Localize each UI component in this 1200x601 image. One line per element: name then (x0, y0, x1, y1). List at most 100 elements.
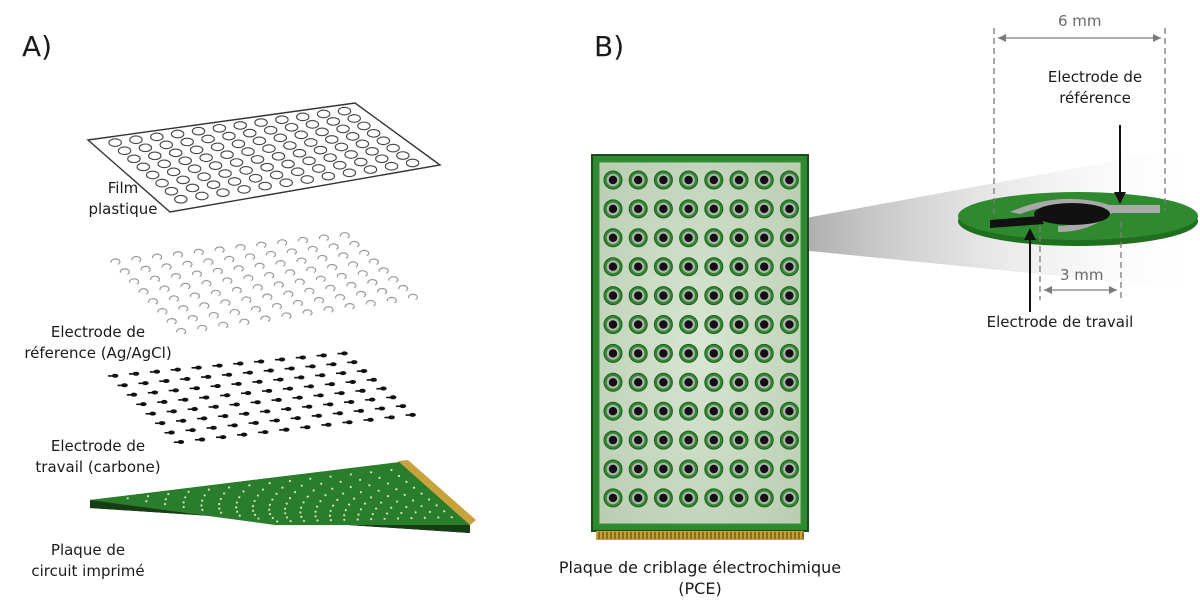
working-electrode-trace-mark (284, 367, 290, 370)
plate-well-working (684, 349, 693, 358)
working-electrode-trace-mark (269, 419, 275, 422)
connector-pin (670, 532, 672, 539)
working-electrode-trace-mark (250, 401, 256, 404)
reference-electrode-mark (210, 289, 221, 297)
plate-well-working (634, 233, 643, 242)
working-layer-label-line2: travail (carbone) (35, 458, 161, 476)
working-electrode-trace-mark (191, 367, 197, 369)
connector-pin (694, 532, 696, 539)
working-electrode-mark (336, 411, 344, 416)
working-electrode-mark (149, 411, 156, 416)
film-hole (243, 128, 257, 138)
reference-electrode-mark (264, 271, 275, 279)
film-hole (284, 122, 299, 132)
reference-electrode-mark (129, 278, 140, 285)
working-electrode-trace-mark (295, 356, 301, 359)
working-electrode-mark (216, 363, 223, 368)
plate-well-working (785, 233, 794, 242)
pcb-pad (359, 491, 362, 494)
plate-well-working (734, 378, 744, 387)
plate-caption: Plaque de criblage électrochimique (PCE) (500, 557, 900, 599)
reference-electrode-mark (318, 234, 329, 241)
pcb-pad (412, 486, 416, 489)
reference-electrode-mark (283, 290, 294, 298)
pcb-pad (374, 507, 378, 510)
reference-layer-label-line1: Electrode de (50, 323, 146, 341)
reference-electrode-label-line2: référence (1059, 89, 1131, 107)
plate-well-working (684, 175, 693, 185)
plate-well-working (785, 291, 794, 300)
plate-well-working (608, 493, 618, 503)
connector-pin (682, 532, 684, 539)
pcb-pad (281, 486, 284, 489)
working-electrode-mark (198, 437, 206, 442)
pcb-pad (163, 502, 167, 506)
connector-pin (786, 532, 788, 539)
pcb-pad (328, 514, 332, 517)
pcb-pad (395, 488, 398, 491)
film-hole (208, 161, 223, 171)
film-hole (260, 162, 274, 172)
plate-well-working (608, 349, 618, 358)
working-electrode-trace-mark (290, 417, 296, 420)
connector-pin (658, 532, 660, 539)
connector-pin (710, 532, 712, 539)
working-electrode-trace-mark (221, 374, 227, 376)
working-electrode-mark (263, 409, 271, 414)
plate-well-working (608, 291, 618, 300)
working-electrode-trace-mark (166, 410, 172, 413)
connector-pin (634, 532, 636, 539)
reference-layer-label-line2: réference (Ag/AgCl) (24, 344, 172, 362)
pcb-pad (332, 504, 335, 507)
plate-well-working (709, 493, 718, 503)
working-electrode-mark (318, 373, 326, 378)
working-electrode-mark (399, 404, 407, 409)
panel-label-b: B) (594, 30, 625, 63)
reference-electrode-mark (180, 282, 191, 290)
pcb-gold-edge (398, 460, 476, 525)
working-electrode-trace-mark (337, 352, 343, 355)
reference-electrode-mark (140, 265, 151, 273)
pcb-pad (405, 480, 408, 483)
plate-well-working (608, 320, 618, 329)
working-electrode-trace-mark (282, 388, 288, 390)
pcb-pad (324, 494, 327, 497)
reference-electrode-mark (285, 269, 296, 276)
plate-caption-line2: (PCE) (678, 579, 722, 598)
pcb-pad (380, 501, 383, 504)
pcb-pad (252, 509, 255, 512)
pcb-pad (238, 496, 241, 499)
plastic-film-layer (86, 102, 442, 213)
working-electrode-trace-mark (254, 360, 260, 363)
working-electrode-trace-mark (168, 389, 174, 392)
film-hole (148, 151, 162, 161)
film-hole (164, 186, 179, 196)
pcb-pad (383, 517, 386, 520)
film-hole (326, 117, 341, 126)
working-electrode-trace-mark (326, 363, 332, 366)
working-electrode-mark (219, 435, 227, 440)
working-electrode-mark (380, 386, 387, 391)
working-electrode-mark (357, 408, 365, 413)
reference-electrode-mark (277, 239, 288, 246)
plate-well-working (760, 493, 769, 503)
working-electrode-mark (223, 393, 231, 398)
reference-electrode-mark (220, 299, 231, 306)
working-electrode-mark (282, 427, 290, 432)
working-electrode-trace-mark (321, 424, 327, 426)
connector-pin (734, 532, 736, 539)
pcb-pad (435, 504, 438, 507)
film-hole (231, 139, 246, 149)
pcb-pad (349, 485, 352, 489)
working-electrode-mark (307, 384, 315, 389)
reference-electrode-mark (119, 268, 130, 275)
pcb-pad (428, 510, 432, 513)
plate-well-working (684, 204, 693, 214)
working-electrode-trace-mark (117, 384, 123, 387)
plate-well-working (785, 378, 794, 387)
working-electrode-mark (168, 430, 175, 435)
pcb-pad (314, 515, 317, 518)
pcb-pad (378, 476, 381, 480)
plate-well-working (634, 435, 643, 445)
reference-electrode-mark (256, 241, 267, 249)
